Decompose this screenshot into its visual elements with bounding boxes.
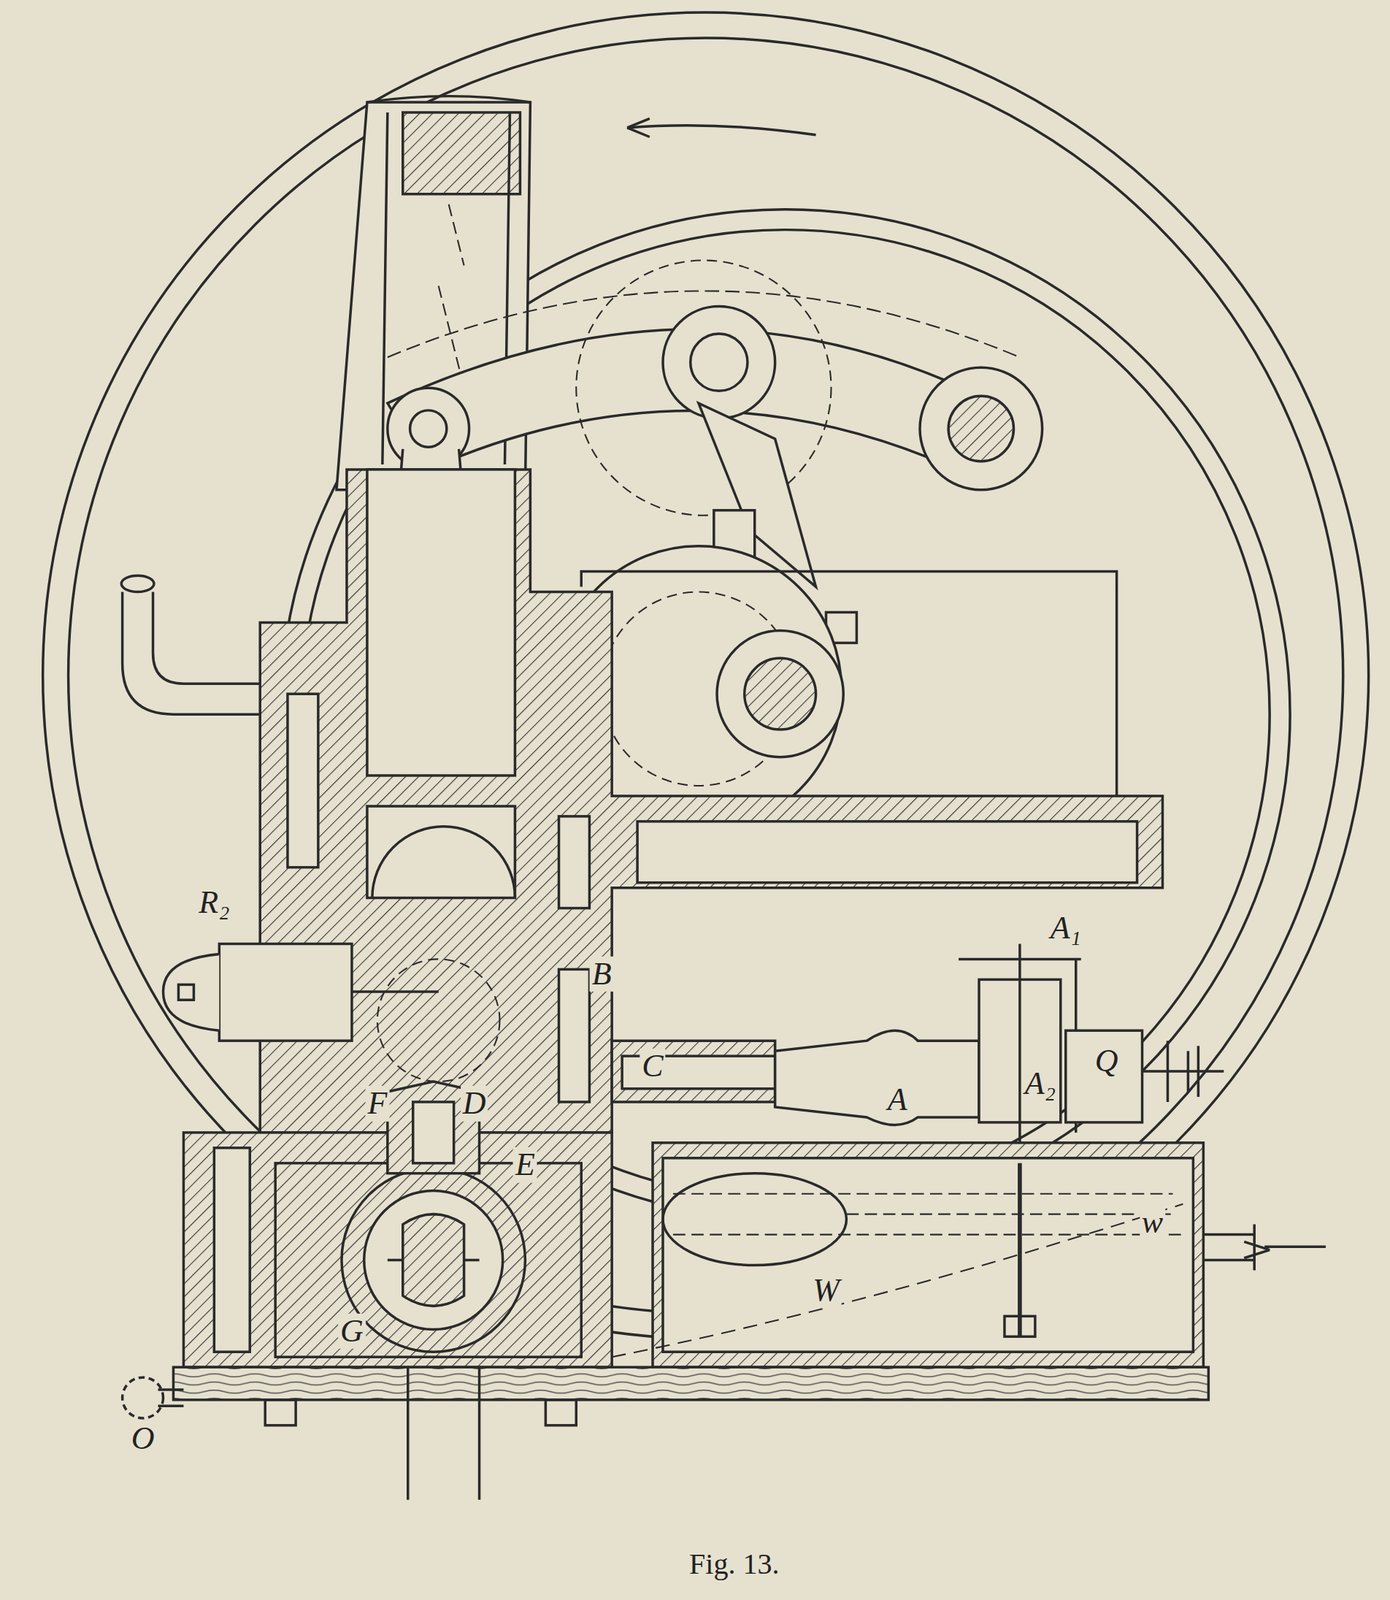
part-letter: A₁ [1048, 910, 1084, 946]
part-letter: B [589, 956, 614, 992]
part-letter: F [365, 1085, 390, 1121]
figure-caption: Fig. 13. [689, 1546, 779, 1581]
part-letter: W [810, 1272, 842, 1308]
part-letter: E [513, 1146, 538, 1182]
part-letter: R₂ [196, 884, 232, 920]
part-letter: w [1139, 1203, 1166, 1239]
part-letter: G [338, 1313, 366, 1349]
part-letter: A [885, 1081, 910, 1117]
part-letter: O [129, 1419, 157, 1455]
part-letter: Q [1092, 1043, 1121, 1079]
part-letter: A₂ [1022, 1065, 1058, 1101]
part-letter: C [639, 1048, 666, 1084]
part-letter: D [460, 1085, 489, 1121]
